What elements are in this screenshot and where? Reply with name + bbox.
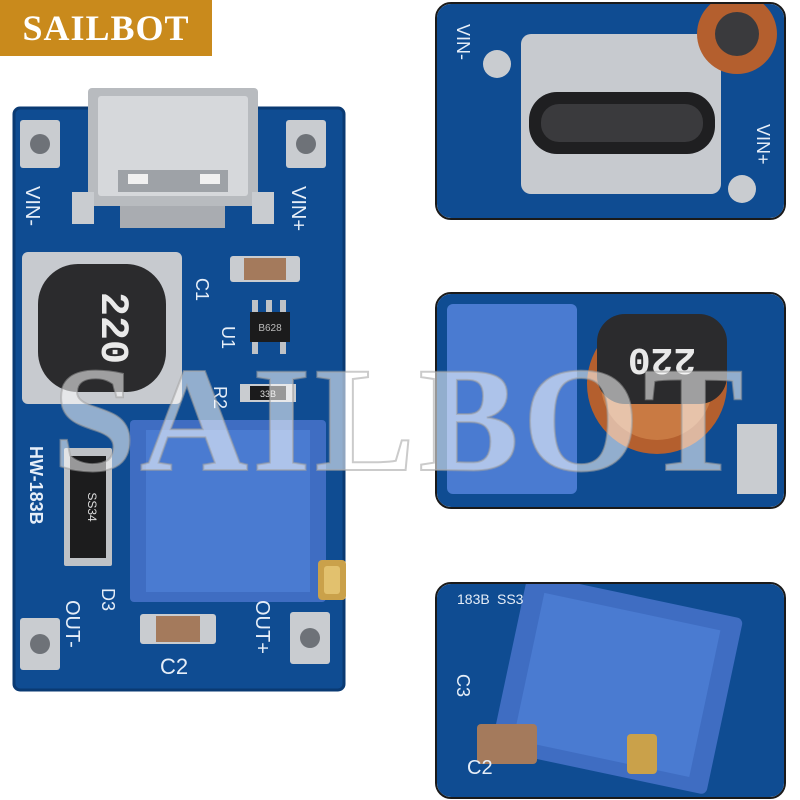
mounting-pad-bottom-left [20, 618, 60, 670]
detail3-label-c2: C2 [467, 757, 493, 779]
svg-text:SS34: SS34 [85, 492, 99, 522]
resistor-r2: 33B [240, 384, 296, 402]
ic-marking: B628 [258, 323, 282, 334]
label-out-minus: OUT- [61, 600, 83, 648]
label-u1: U1 [218, 326, 238, 349]
label-r2: R2 [210, 386, 230, 409]
label-d3: D3 [98, 588, 118, 611]
capacitor-c2 [140, 614, 216, 644]
detail1-label-vin-plus: VIN+ [753, 124, 773, 165]
detail-potentiometer-panel: C3 C2 SS3 183B [435, 582, 786, 799]
label-out-plus: OUT+ [251, 600, 273, 654]
detail-inductor-panel: 220 [435, 292, 786, 509]
label-model: HW-183B [26, 446, 46, 525]
label-vin-minus: VIN- [21, 186, 43, 226]
label-c1: C1 [192, 278, 212, 301]
detail-usb-c-panel: VIN- VIN+ [435, 2, 786, 220]
detail3-label-ss3: SS3 [497, 591, 524, 607]
main-board-image: 220 C1 B628 U1 33B R2 SS34 D3 [12, 88, 346, 692]
label-vin-plus: VIN+ [287, 186, 309, 231]
usb-c-connector [72, 88, 274, 228]
diode-d3: SS34 [64, 448, 112, 566]
mounting-pad-bottom-right [290, 612, 330, 664]
label-c2: C2 [160, 654, 188, 679]
svg-text:33B: 33B [260, 389, 276, 399]
mounting-pad-top-right [286, 120, 326, 168]
detail2-inductor-marking: 220 [628, 337, 696, 380]
inductor-220: 220 [22, 252, 182, 404]
detail3-label-c3: C3 [453, 674, 473, 697]
brand-badge: SAILBOT [0, 0, 212, 56]
detail3-label-183b: 183B [457, 591, 490, 607]
capacitor-c1 [230, 256, 300, 282]
potentiometer [130, 420, 346, 602]
ic-u1: B628 [250, 300, 290, 354]
inductor-marking: 220 [89, 292, 134, 364]
detail1-label-vin-minus: VIN- [453, 24, 473, 60]
mounting-pad-top-left [20, 120, 60, 168]
